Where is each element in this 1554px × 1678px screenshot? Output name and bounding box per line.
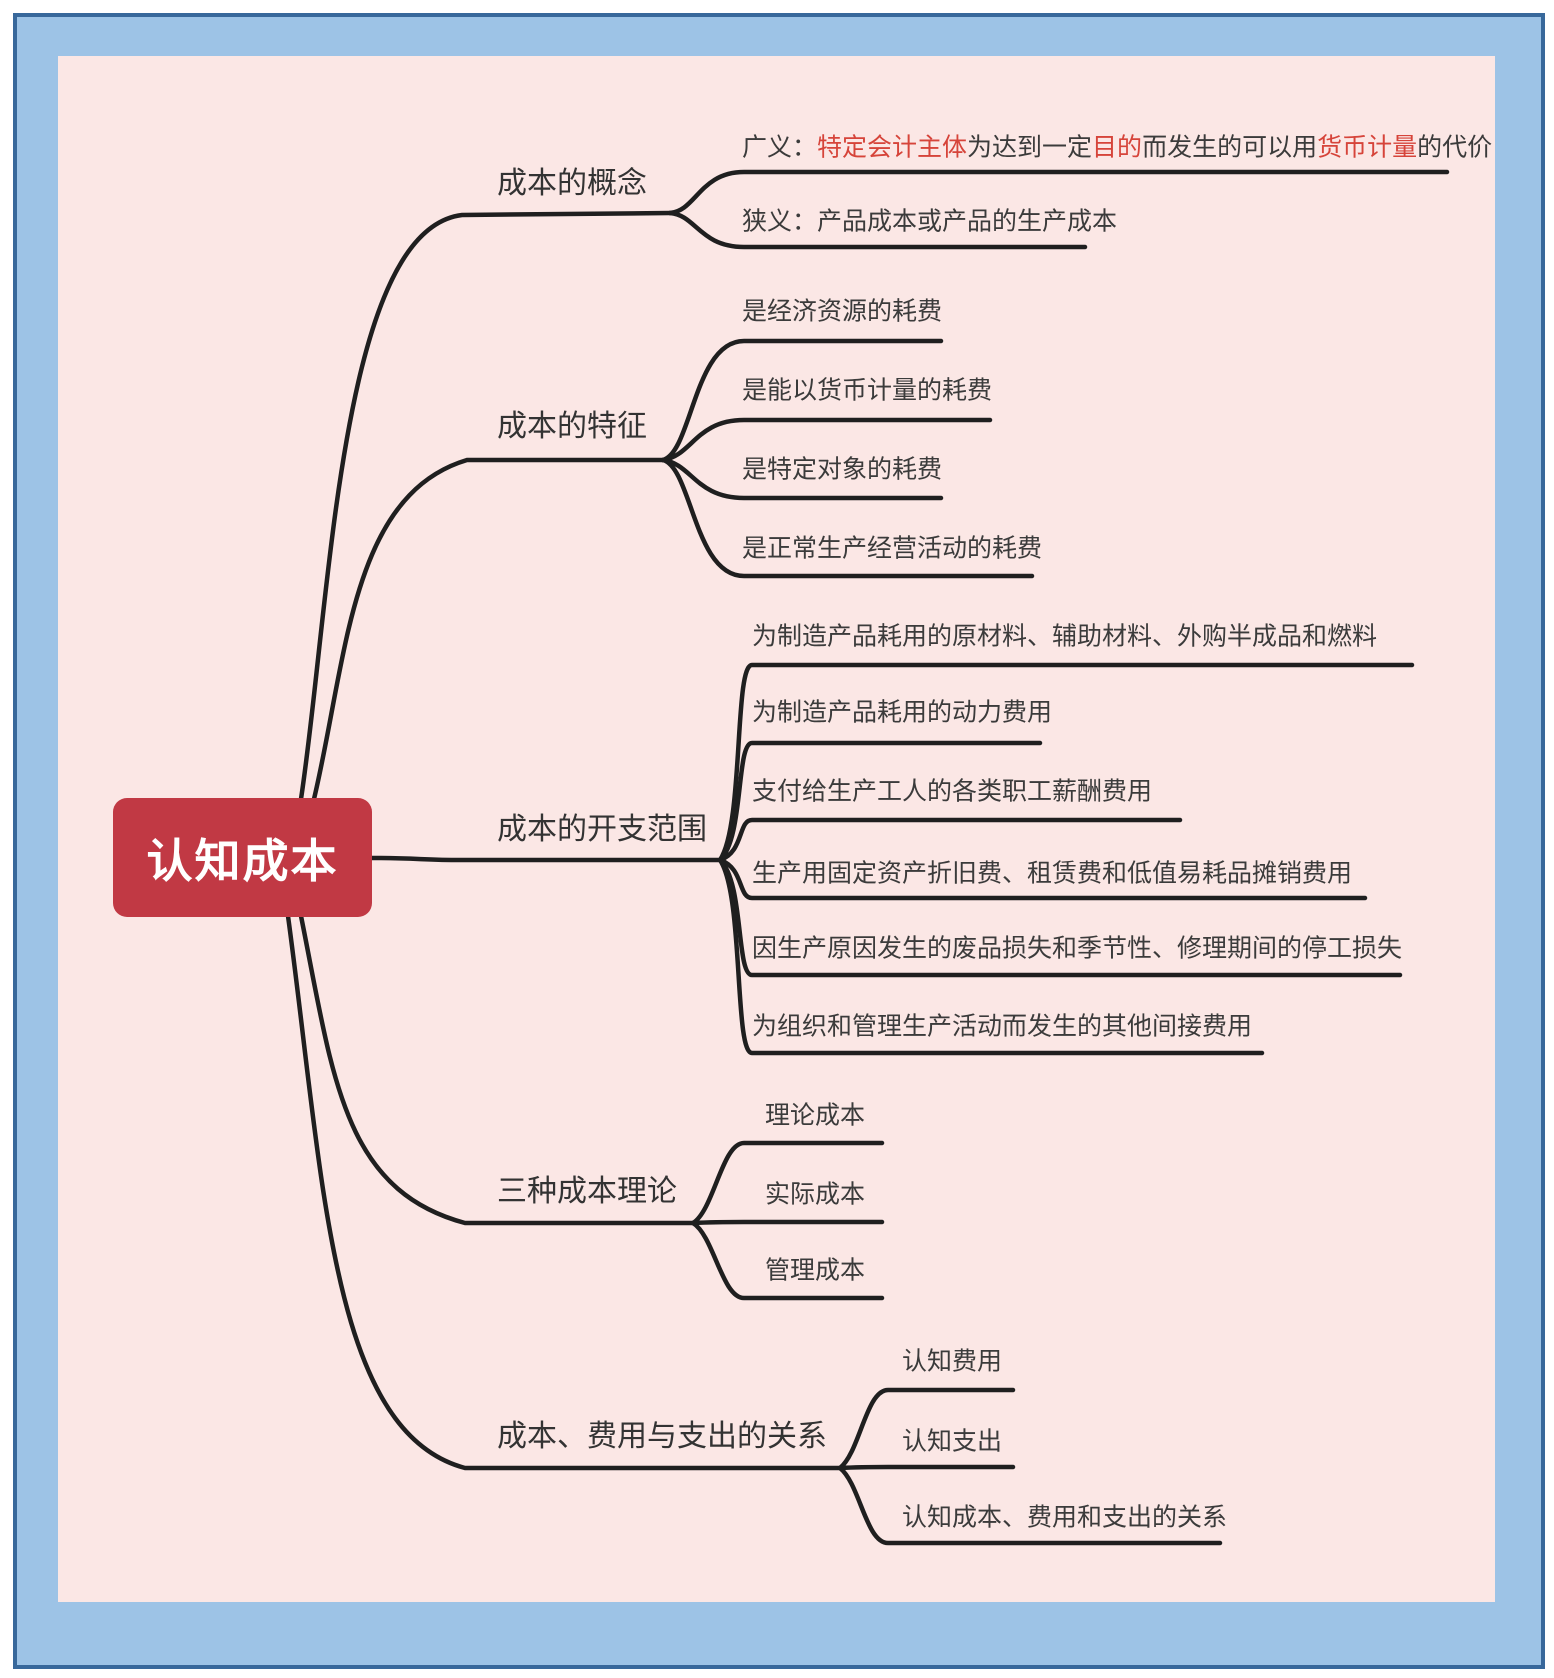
node-scope-4[interactable]: 生产用固定资产折旧费、租赁费和低值易耗品摊销费用 xyxy=(752,860,1352,889)
node-scope-5[interactable]: 因生产原因发生的废品损失和季节性、修理期间的停工损失 xyxy=(752,935,1402,964)
node-scope-4-label: 生产用固定资产折旧费、租赁费和低值易耗品摊销费用 xyxy=(752,859,1353,888)
broad-part-3: 目的 xyxy=(1092,133,1143,162)
broad-part-0: 广义： xyxy=(742,133,818,162)
broad-part-2: 为达到一定 xyxy=(967,133,1093,162)
node-feature-4[interactable]: 是正常生产经营活动的耗费 xyxy=(742,535,1042,564)
link-relation-1 xyxy=(837,1387,1016,1471)
link-concept-narrow xyxy=(667,210,1088,250)
node-feature-3-label: 是特定对象的耗费 xyxy=(742,455,943,484)
broad-part-5: 货币计量 xyxy=(1317,133,1418,162)
link-root-relation xyxy=(285,913,843,1471)
node-scope-2[interactable]: 为制造产品耗用的动力费用 xyxy=(752,699,1052,728)
node-theory-2[interactable]: 实际成本 xyxy=(765,1181,865,1210)
node-theory-1-label: 理论成本 xyxy=(765,1101,866,1130)
link-scope-2 xyxy=(717,740,1043,863)
node-concept-narrow-label: 狭义：产品成本或产品的生产成本 xyxy=(742,207,1118,236)
branch-features[interactable]: 成本的特征 xyxy=(497,410,647,445)
broad-part-1: 特定会计主体 xyxy=(817,133,968,162)
node-scope-1[interactable]: 为制造产品耗用的原材料、辅助材料、外购半成品和燃料 xyxy=(752,623,1377,652)
link-feature-1 xyxy=(660,338,944,463)
node-scope-3[interactable]: 支付给生产工人的各类职工薪酬费用 xyxy=(752,778,1152,807)
link-relation-2 xyxy=(837,1464,1016,1471)
node-feature-2-label: 是能以货币计量的耗费 xyxy=(742,376,993,405)
link-relation-3 xyxy=(837,1465,1223,1546)
node-relation-2[interactable]: 认知支出 xyxy=(902,1428,1002,1457)
node-theory-1[interactable]: 理论成本 xyxy=(765,1102,865,1131)
branch-concept-label: 成本的概念 xyxy=(497,166,647,200)
node-concept-broad[interactable]: 广义：特定会计主体为达到一定目的而发生的可以用货币计量的代价 xyxy=(742,134,1492,163)
node-relation-1-label: 认知费用 xyxy=(902,1347,1003,1376)
root-label: 认知成本 xyxy=(146,834,339,887)
node-scope-6-label: 为组织和管理生产活动而发生的其他间接费用 xyxy=(752,1012,1253,1041)
link-scope-6 xyxy=(717,857,1265,1056)
node-scope-1-label: 为制造产品耗用的原材料、辅助材料、外购半成品和燃料 xyxy=(752,622,1378,651)
link-scope-1 xyxy=(717,662,1415,863)
node-feature-2[interactable]: 是能以货币计量的耗费 xyxy=(742,377,992,406)
link-root-scope xyxy=(369,855,723,863)
node-theory-3[interactable]: 管理成本 xyxy=(765,1257,865,1286)
broad-part-6: 的代价 xyxy=(1417,133,1493,162)
node-theory-2-label: 实际成本 xyxy=(765,1180,866,1209)
branch-theories[interactable]: 三种成本理论 xyxy=(497,1175,677,1210)
node-relation-1[interactable]: 认知费用 xyxy=(902,1348,1002,1377)
node-feature-3[interactable]: 是特定对象的耗费 xyxy=(742,456,942,485)
link-feature-3 xyxy=(660,457,944,501)
branch-relation[interactable]: 成本、费用与支出的关系 xyxy=(497,1420,827,1455)
node-scope-2-label: 为制造产品耗用的动力费用 xyxy=(752,698,1053,727)
node-feature-1[interactable]: 是经济资源的耗费 xyxy=(742,298,942,327)
node-scope-6[interactable]: 为组织和管理生产活动而发生的其他间接费用 xyxy=(752,1013,1252,1042)
link-scope-4 xyxy=(717,857,1368,901)
link-concept-broad xyxy=(667,169,1450,216)
node-concept-narrow[interactable]: 狭义：产品成本或产品的生产成本 xyxy=(742,208,1117,237)
branch-scope[interactable]: 成本的开支范围 xyxy=(497,813,707,848)
link-root-features xyxy=(311,457,666,802)
node-relation-3[interactable]: 认知成本、费用和支出的关系 xyxy=(902,1504,1227,1533)
broad-part-4: 而发生的可以用 xyxy=(1142,133,1318,162)
link-root-concept xyxy=(298,210,673,802)
link-theory-2 xyxy=(690,1219,885,1226)
branch-relation-label: 成本、费用与支出的关系 xyxy=(497,1419,827,1453)
link-feature-4 xyxy=(660,457,1035,579)
node-scope-5-label: 因生产原因发生的废品损失和季节性、修理期间的停工损失 xyxy=(752,934,1403,963)
node-theory-3-label: 管理成本 xyxy=(765,1256,866,1285)
link-theory-1 xyxy=(690,1140,885,1226)
link-theory-3 xyxy=(690,1220,885,1301)
node-relation-3-label: 认知成本、费用和支出的关系 xyxy=(902,1503,1228,1532)
link-feature-2 xyxy=(660,417,993,463)
branch-theories-label: 三种成本理论 xyxy=(497,1174,677,1208)
branch-scope-label: 成本的开支范围 xyxy=(497,812,707,846)
node-feature-4-label: 是正常生产经营活动的耗费 xyxy=(742,534,1043,563)
branch-concept[interactable]: 成本的概念 xyxy=(497,167,647,202)
node-relation-2-label: 认知支出 xyxy=(902,1427,1003,1456)
node-feature-1-label: 是经济资源的耗费 xyxy=(742,297,943,326)
root-node[interactable]: 认知成本 xyxy=(113,798,372,917)
link-scope-3 xyxy=(717,817,1183,863)
link-root-theories xyxy=(298,913,696,1226)
branch-features-label: 成本的特征 xyxy=(497,409,647,443)
node-scope-3-label: 支付给生产工人的各类职工薪酬费用 xyxy=(752,777,1153,806)
